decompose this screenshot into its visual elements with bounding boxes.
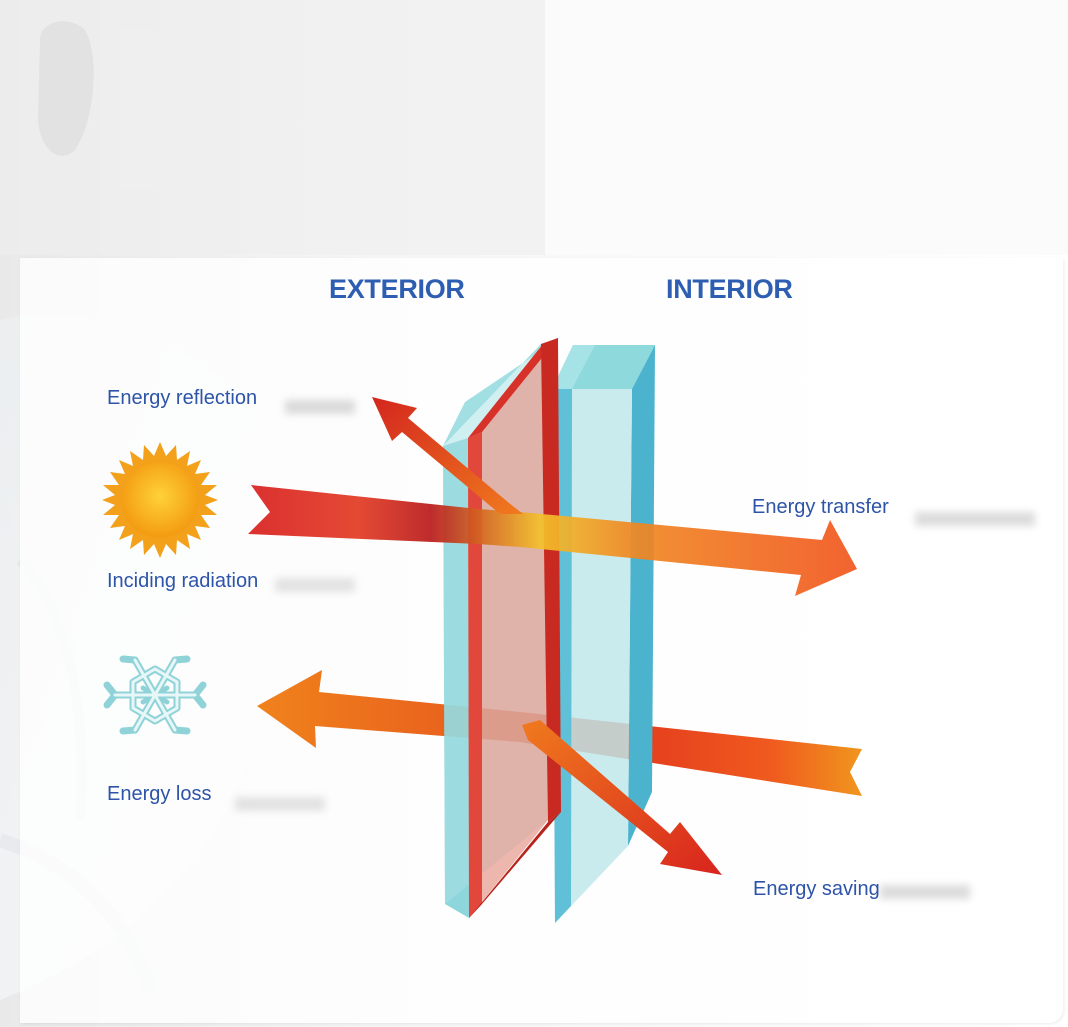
inciding-radiation-label: Inciding radiation: [107, 570, 259, 592]
exterior-label: EXTERIOR: [329, 274, 465, 304]
interior-label: INTERIOR: [666, 274, 793, 304]
energy-loss-label: Energy loss: [107, 783, 212, 805]
energy-reflection-arrow: [372, 397, 523, 514]
interior-glass-pane: [552, 345, 655, 923]
energy-reflection-label: Energy reflection: [107, 387, 258, 409]
sun-icon: [102, 442, 218, 558]
energy-transfer-label: Energy transfer: [752, 496, 889, 518]
label-shadows: [235, 400, 1035, 899]
snowflake-highlight: [113, 658, 197, 732]
energy-saving-arrow: [522, 720, 722, 875]
energy-saving-label: Energy saving: [753, 878, 880, 900]
exterior-glass-pane: [443, 338, 561, 918]
energy-transfer-arrow: [248, 485, 857, 596]
